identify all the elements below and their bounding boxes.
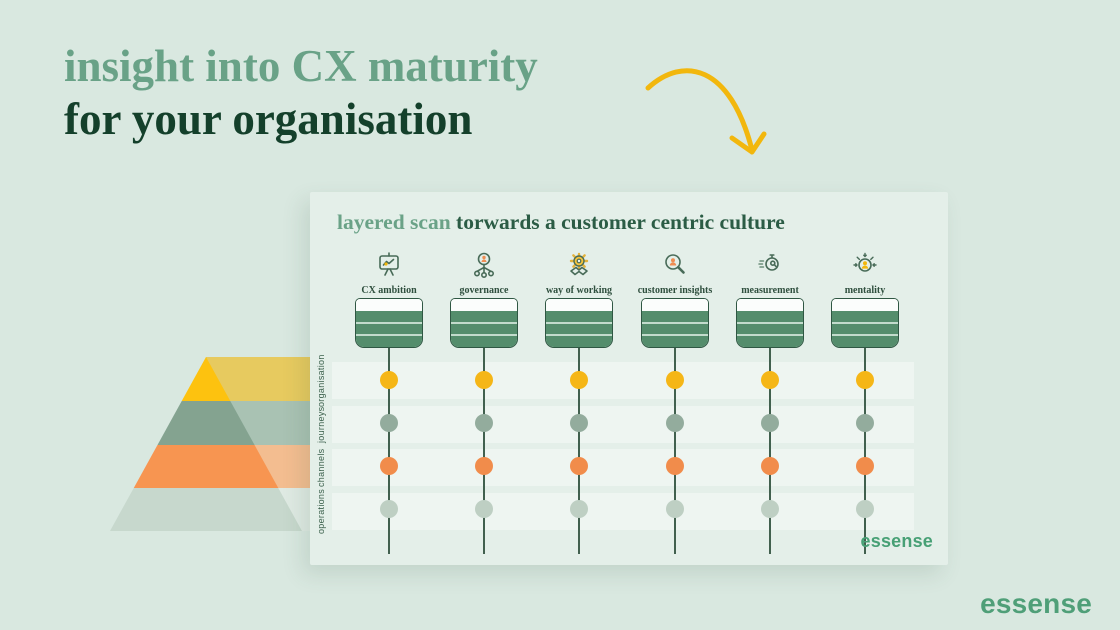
layer-stack [831, 298, 899, 348]
column-cx-ambition: CX ambition [342, 248, 436, 560]
column-line [864, 348, 866, 554]
dot-operations [475, 500, 493, 518]
dot-operations [761, 500, 779, 518]
layer-stack [545, 298, 613, 348]
title-line-1: insight into CX maturity [64, 41, 538, 91]
card-heading: layered scan torwards a customer centric… [337, 210, 785, 235]
presentation-board-icon [342, 248, 436, 282]
dot-channels [380, 457, 398, 475]
curved-arrow-icon [645, 68, 767, 155]
column-line [769, 348, 771, 554]
dot-journeys [761, 414, 779, 432]
column-measurement: measurement [723, 248, 817, 560]
layer-stack [355, 298, 423, 348]
dot-journeys [475, 414, 493, 432]
column-label: customer insights [637, 285, 713, 296]
dot-operations [666, 500, 684, 518]
column-governance: governance [437, 248, 531, 560]
dot-organisation [856, 371, 874, 389]
gear-handshake-icon [532, 248, 626, 282]
column-mentality: mentality [818, 248, 912, 560]
column-line [674, 348, 676, 554]
dot-journeys [380, 414, 398, 432]
row-band-operations [332, 492, 914, 530]
row-band-channels [332, 449, 914, 486]
magnifier-person-icon [628, 248, 722, 282]
layer-stack [641, 298, 709, 348]
slide-brand-logo: essense [980, 588, 1092, 619]
row-label-channels: channels [316, 448, 326, 487]
column-line [483, 348, 485, 554]
column-line [578, 348, 580, 554]
pyramid-layer-operations [110, 488, 302, 531]
layered-scan-card: layered scan torwards a customer centric… [310, 192, 948, 565]
column-customer-insights: customer insights [628, 248, 722, 560]
column-label: governance [459, 285, 509, 296]
dot-operations [856, 500, 874, 518]
row-band-organisation [332, 362, 914, 399]
maturity-pyramid [110, 357, 314, 531]
card-heading-rest: torwards a customer centric culture [450, 210, 785, 234]
dot-organisation [380, 371, 398, 389]
dot-journeys [856, 414, 874, 432]
column-way-of-working: way of working [532, 248, 626, 560]
dot-journeys [666, 414, 684, 432]
person-focus-icon [818, 248, 912, 282]
layer-stack [450, 298, 518, 348]
column-label: CX ambition [361, 285, 417, 296]
layer-stack [736, 298, 804, 348]
org-chart-icon [437, 248, 531, 282]
page-title: insight into CX maturity for your organi… [64, 40, 538, 146]
row-band-journeys [332, 405, 914, 443]
row-label-journeys: journeys [316, 405, 326, 443]
stopwatch-icon [723, 248, 817, 282]
dot-channels [475, 457, 493, 475]
card-heading-highlight: layered scan [337, 210, 451, 234]
dot-channels [856, 457, 874, 475]
column-label: mentality [844, 285, 886, 296]
card-brand-logo: essense [860, 531, 933, 551]
dot-operations [380, 500, 398, 518]
row-label-operations: operations [316, 488, 326, 534]
dot-organisation [475, 371, 493, 389]
row-label-organisation: organisation [316, 354, 326, 407]
column-line [388, 348, 390, 554]
dot-journeys [570, 414, 588, 432]
column-label: way of working [545, 285, 613, 296]
column-label: measurement [741, 285, 799, 296]
dot-organisation [666, 371, 684, 389]
title-line-2: for your organisation [64, 94, 473, 145]
dot-channels [570, 457, 588, 475]
dot-channels [666, 457, 684, 475]
dot-operations [570, 500, 588, 518]
dot-organisation [570, 371, 588, 389]
dot-organisation [761, 371, 779, 389]
dot-channels [761, 457, 779, 475]
